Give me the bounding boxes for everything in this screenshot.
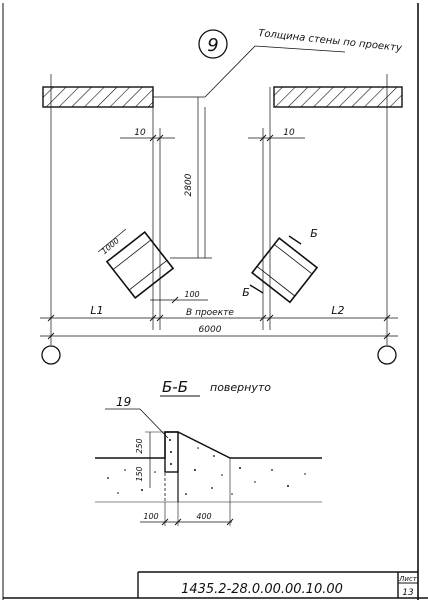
section-100-label: 100 [143,512,158,521]
view-number-circle: 9 [198,29,228,59]
sheet-number: 13 [402,588,414,598]
drawing-designation: 1435.2-28.0.00.00.10.00 [181,582,343,597]
section-mark-bottom: Б [242,284,264,299]
section-mark-bottom-label: Б [242,286,250,299]
section-title-label: Б-Б [162,378,188,396]
sheet-border [2,3,428,600]
offset-left-label: 10 [134,128,146,138]
section-150-label: 150 [135,466,144,481]
section-mark-top-label: Б [310,227,318,240]
wall-right [273,86,403,108]
l1-label: L1 [90,304,103,317]
offset-dimension-left: 10 [120,128,175,142]
gap-100-label: 100 [184,290,199,299]
wall-left [42,86,154,108]
offset-right-label: 10 [283,128,295,138]
section-250-label: 250 [135,438,144,453]
wall-thickness-note: Толщина стены по проекту [258,28,404,54]
span-6000-label: 6000 [199,325,222,335]
item-number: 19 [116,395,131,409]
height-dimension: 2800 [184,97,199,258]
axis-marker-left [41,345,61,365]
view-number: 9 [207,35,218,56]
anchor-block-right [250,236,319,304]
gap-dimension: 100 [150,290,208,304]
span-dimension-row: L1 В проекте L2 [40,304,398,322]
concrete-speckle [107,439,306,495]
section-vertical-dims: 250 150 [135,431,165,488]
sheet-label: Лист [398,575,418,583]
section-400-label: 400 [196,512,211,521]
height-2800-label: 2800 [184,173,194,196]
item-19-callout: 19 [105,395,169,439]
section-horizontal-dims: 100 400 [140,458,234,526]
anchor-block-left [105,230,175,300]
section-subtitle: повернуто [210,381,271,394]
section-mark-top: Б [288,227,318,245]
title-block: 1435.2-28.0.00.00.10.00 Лист 13 [137,571,418,598]
overall-dimension-row: 6000 [40,325,398,340]
by-project-label: В проекте [186,308,234,318]
l2-label: L2 [331,304,344,317]
axis-lines [50,74,388,345]
offset-dimension-right: 10 [248,128,305,142]
section-body [95,431,322,503]
block-size-dimension-line [97,228,127,253]
section-title: Б-Б повернуто [160,378,271,397]
axis-marker-right [377,345,397,365]
